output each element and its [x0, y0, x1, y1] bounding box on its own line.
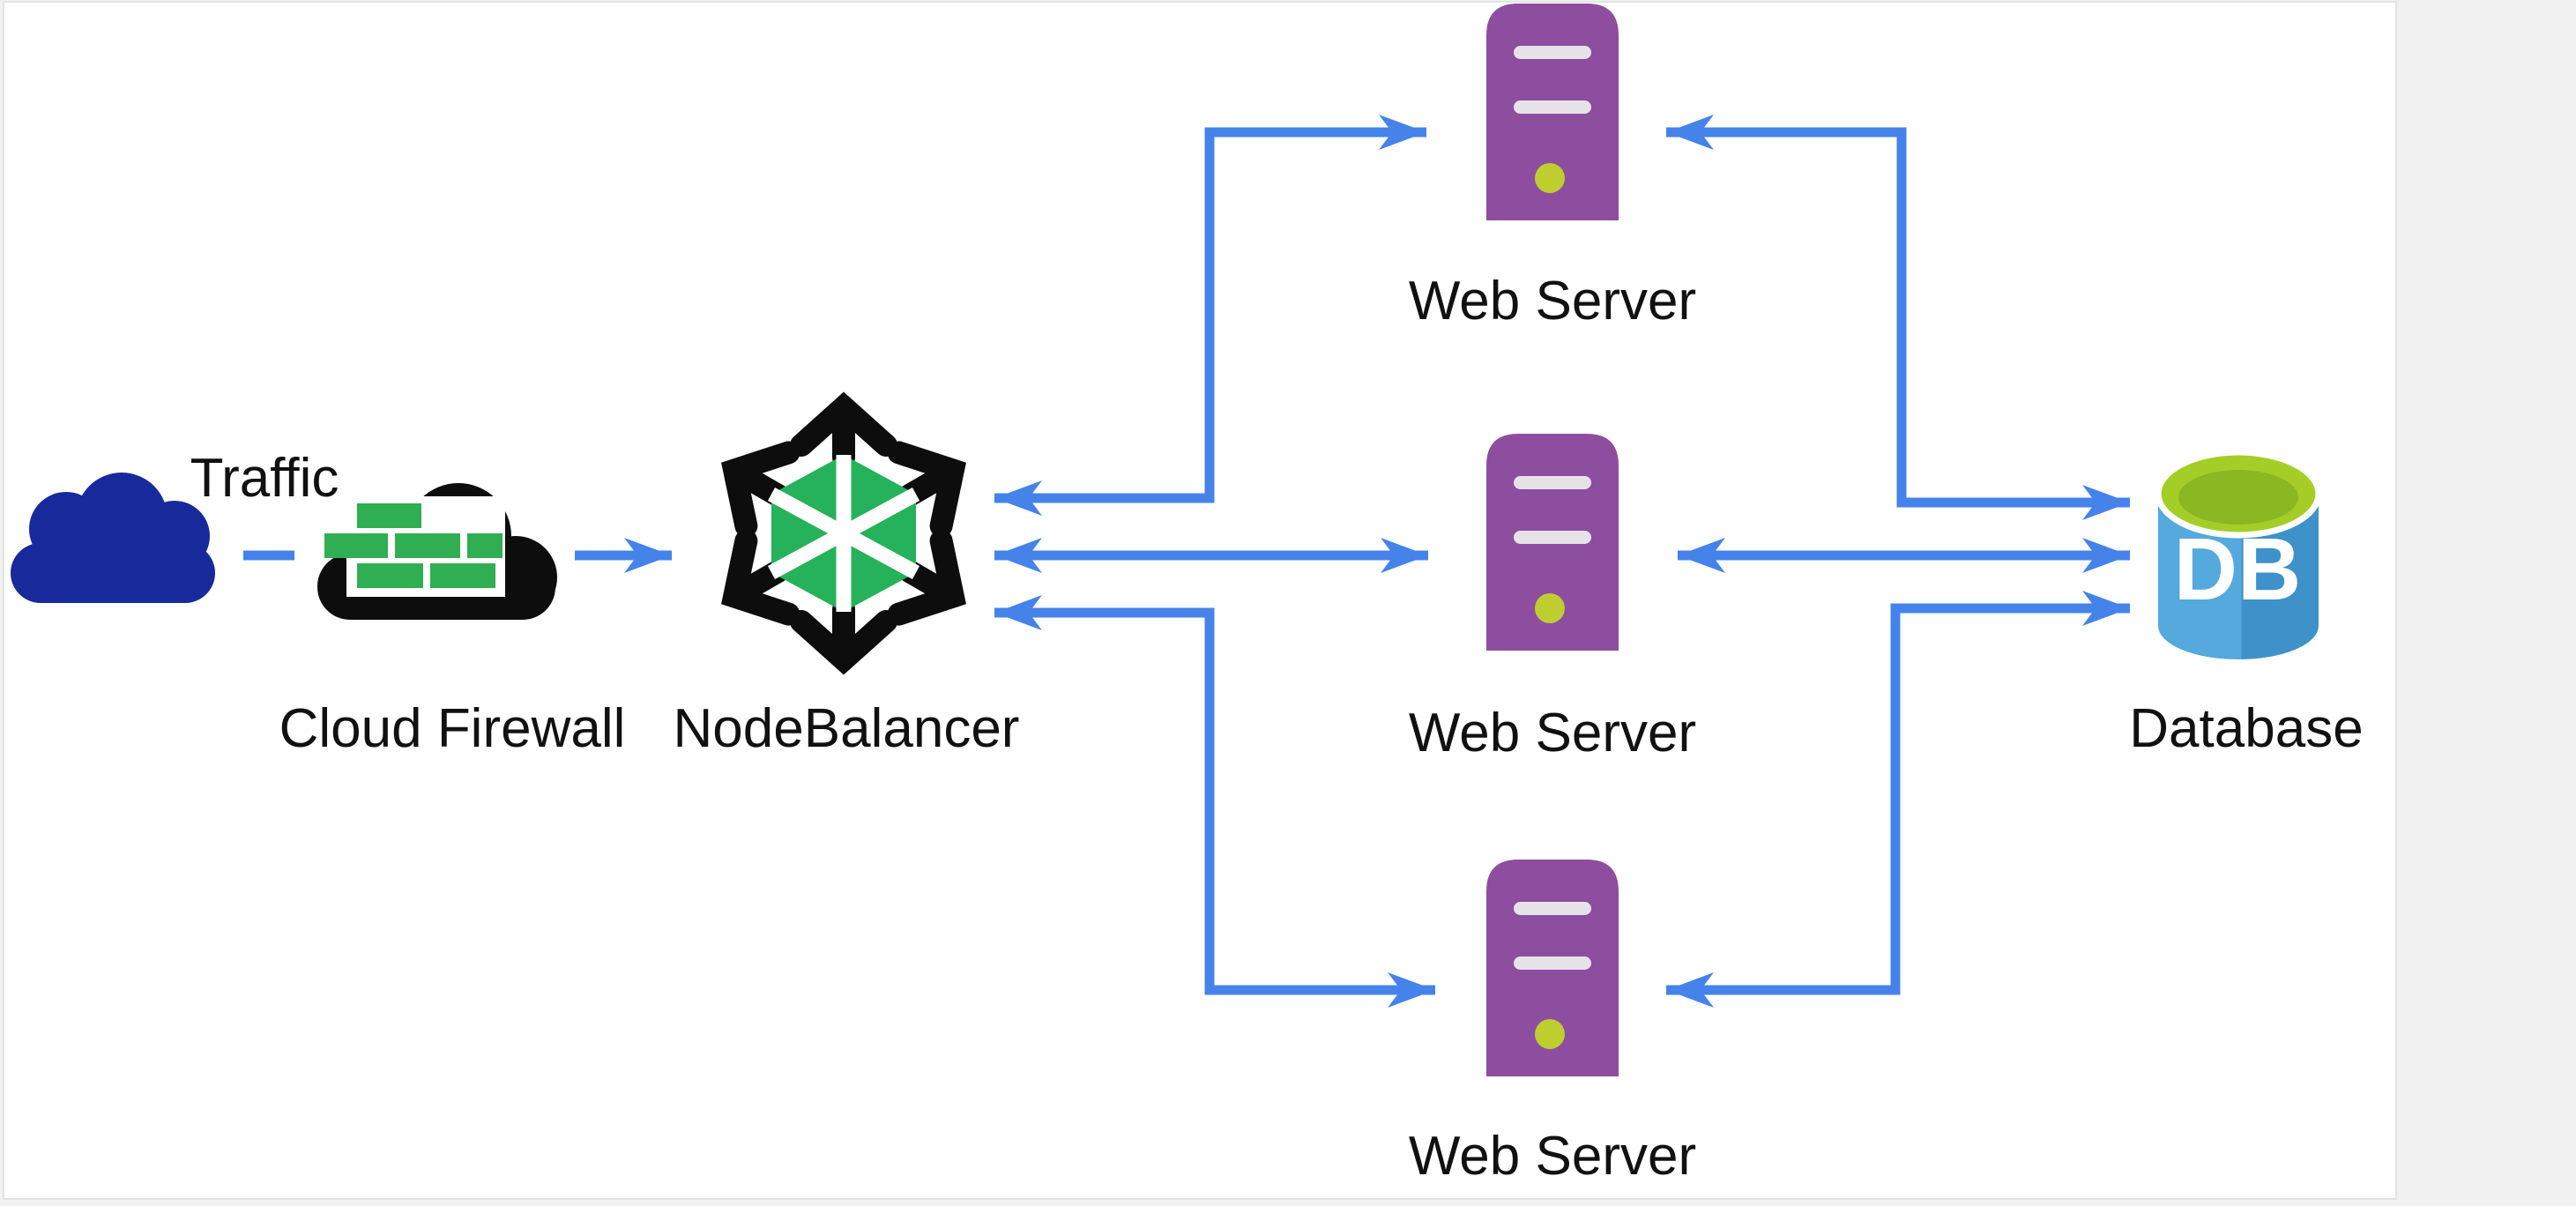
- server-tower-icon-2: [1486, 434, 1619, 651]
- web-server-3-label: Web Server: [1409, 1126, 1696, 1187]
- database-cylinder-icon: DB: [2155, 449, 2322, 659]
- database-body: [2158, 491, 2319, 659]
- firewall-cloud-icon: [317, 483, 557, 620]
- nodebalancer-out-arrows: [721, 391, 966, 675]
- connector-webserver-1-database: [1666, 115, 2130, 520]
- nodebalancer-hexagon-icon: [721, 391, 966, 675]
- connectors: [243, 115, 2130, 1008]
- firewall-bricks: [324, 503, 503, 588]
- cloud-firewall-label: Cloud Firewall: [279, 698, 626, 759]
- database-top-inner: [2178, 470, 2298, 525]
- traffic-label: Traffic: [190, 448, 339, 509]
- web-server-2-label: Web Server: [1409, 703, 1696, 763]
- nodebalancer-label: NodeBalancer: [674, 698, 1020, 759]
- web-server-1-label: Web Server: [1409, 271, 1696, 331]
- connector-webserver-3-database: [1666, 591, 2130, 1008]
- connector-nodebalancer-webserver-3: [994, 595, 1435, 1008]
- nodebalancer-spokes: [767, 455, 920, 612]
- database-icon-text: DB: [2174, 520, 2301, 619]
- cloud-icon: [11, 473, 215, 603]
- server-tower-icon-3: [1486, 860, 1619, 1076]
- database-label: Database: [2129, 698, 2363, 759]
- server-tower-icon-1: [1486, 4, 1619, 220]
- connector-nodebalancer-webserver-1: [994, 115, 1426, 516]
